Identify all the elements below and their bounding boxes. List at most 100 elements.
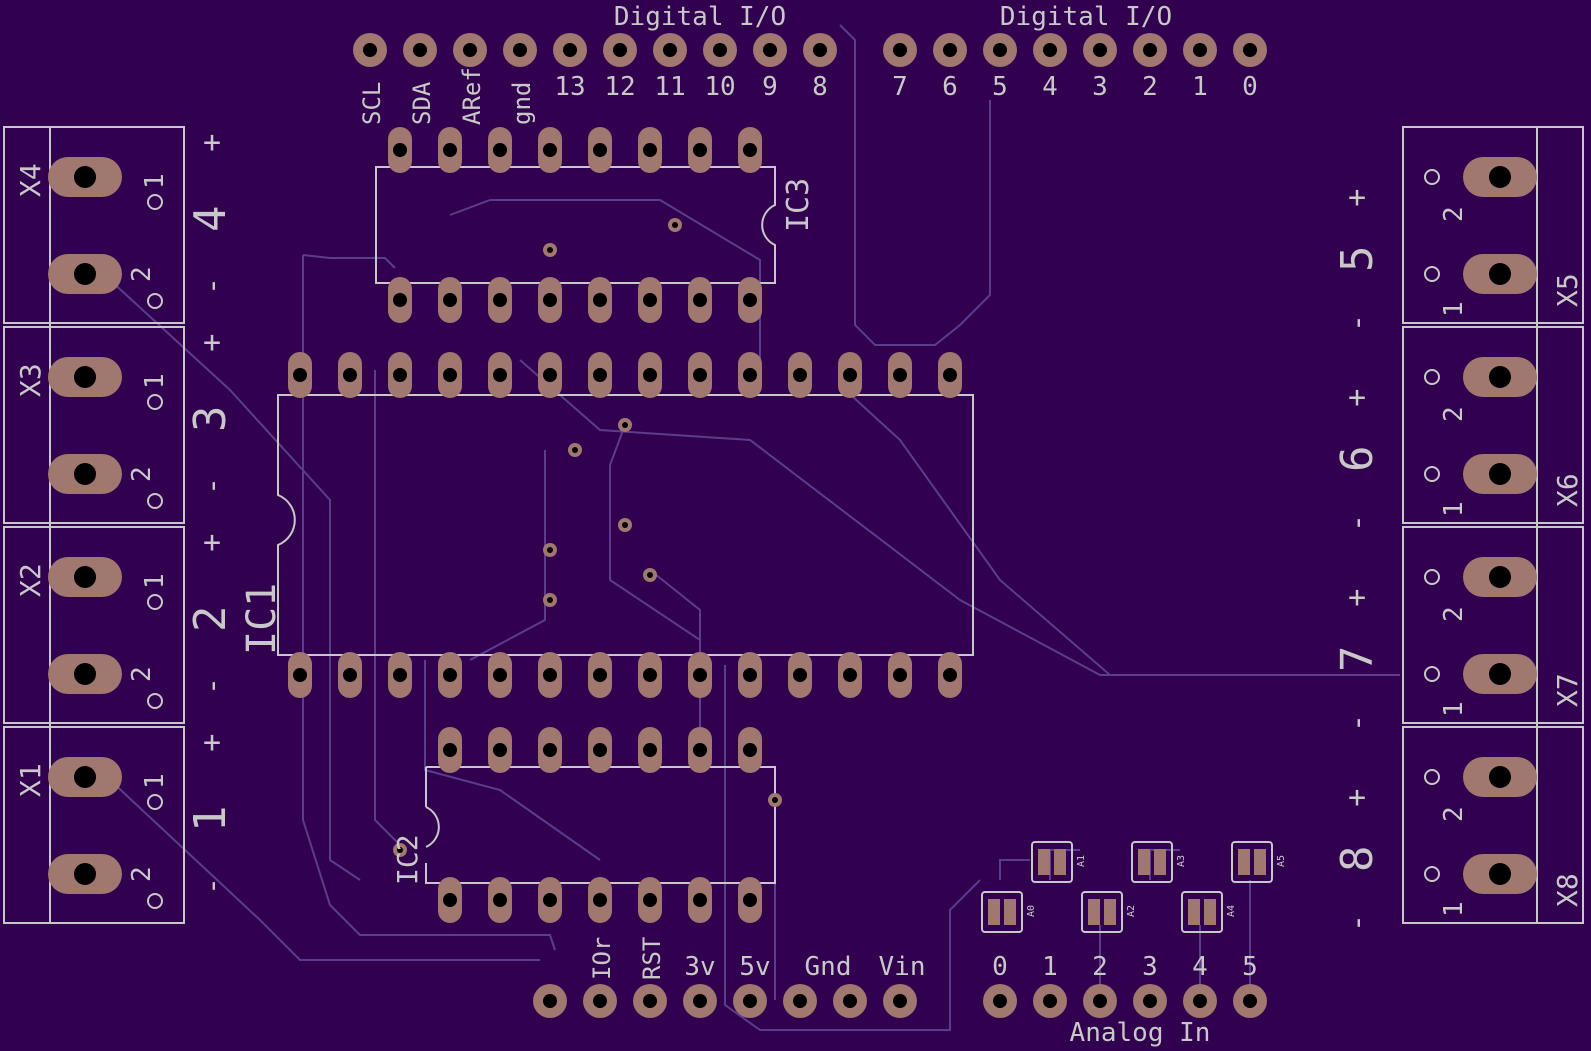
terminal-X7-pad-2 xyxy=(1463,557,1537,597)
header-label-d0: 0 xyxy=(1242,72,1258,102)
power-pin-0 xyxy=(533,984,567,1018)
header-pin-d4 xyxy=(1033,33,1067,67)
ic3-pin-top-3 xyxy=(538,127,562,173)
header-pin-12 xyxy=(603,33,637,67)
via-1 xyxy=(543,243,557,257)
analog-pin-2 xyxy=(1083,984,1117,1018)
terminal-pin2-label: 2 xyxy=(1439,206,1469,222)
ic1-pin-top-8 xyxy=(688,352,712,398)
ic1-pin-top-4 xyxy=(488,352,512,398)
pin2-marker xyxy=(1424,169,1440,185)
ic1-pin-bottom-2 xyxy=(388,652,412,698)
header-pin-11 xyxy=(653,33,687,67)
header-label-13: 13 xyxy=(554,72,585,102)
silkscreen xyxy=(3,126,1584,924)
terminal-X1-pad-2 xyxy=(48,854,122,894)
digital-io-left-title: Digital I/O xyxy=(614,2,786,32)
terminal-plus-label: + xyxy=(1348,780,1366,815)
terminal-X2-pad-1 xyxy=(48,557,122,597)
power-pin-1 xyxy=(583,984,617,1018)
terminal-pin1-label: 1 xyxy=(1439,701,1469,717)
power-pin-4 xyxy=(733,984,767,1018)
terminal-outline-x2 xyxy=(3,526,185,724)
header-label-d1: 1 xyxy=(1192,72,1208,102)
via-9 xyxy=(393,843,407,857)
terminal-pin1-label: 1 xyxy=(140,173,170,189)
pin1-marker xyxy=(147,194,163,210)
analog-in-title: Analog In xyxy=(1070,1018,1211,1048)
terminal-X3-pad-2 xyxy=(48,454,122,494)
header-pin-d3 xyxy=(1083,33,1117,67)
header-pin-d5 xyxy=(983,33,1017,67)
ic1-pin-bottom-1 xyxy=(338,652,362,698)
ic3-pin-bottom-3 xyxy=(538,277,562,323)
power-label-5v: 5v xyxy=(739,952,770,982)
terminal-X5-pad-2 xyxy=(1463,157,1537,197)
terminal-X8-pad-2 xyxy=(1463,757,1537,797)
power-label-Vin: Vin xyxy=(879,952,926,982)
terminal-pin2-label: 2 xyxy=(1439,406,1469,422)
pin2-marker xyxy=(147,493,163,509)
terminal-minus-label: - xyxy=(195,877,230,895)
analog-label-5: 5 xyxy=(1242,952,1258,982)
terminal-minus-label: - xyxy=(195,477,230,495)
header-label-d2: 2 xyxy=(1142,72,1158,102)
terminal-pin2-label: 2 xyxy=(1439,806,1469,822)
header-label-d5: 5 xyxy=(992,72,1008,102)
pin1-marker xyxy=(147,794,163,810)
trace-b xyxy=(302,255,556,951)
terminal-X6-pad-1 xyxy=(1463,454,1537,494)
header-label-ARef: ARef xyxy=(458,67,486,125)
terminal-number-1: 1 xyxy=(185,806,236,833)
header-label-11: 11 xyxy=(654,72,685,102)
trace-j xyxy=(609,424,701,641)
terminal-minus-label: - xyxy=(1340,314,1375,332)
terminal-plus-label: + xyxy=(203,725,221,760)
header-pin-ARef xyxy=(453,33,487,67)
ic2-pin-bottom-6 xyxy=(738,877,762,923)
terminal-label-X6: X6 xyxy=(1551,473,1584,507)
analog-pin-1 xyxy=(1033,984,1067,1018)
ic2-pin-top-1 xyxy=(488,727,512,773)
ic3-pin-top-2 xyxy=(488,127,512,173)
power-pin-3 xyxy=(683,984,717,1018)
terminal-pin1-label: 1 xyxy=(140,773,170,789)
terminal-outline-x1 xyxy=(3,726,185,924)
capacitor-label-A3: A3 xyxy=(1176,855,1187,867)
power-pin-7 xyxy=(883,984,917,1018)
terminal-minus-label: - xyxy=(1340,914,1375,932)
header-label-SDA: SDA xyxy=(408,81,436,125)
capacitor-label-A0: A0 xyxy=(1026,905,1037,917)
terminal-X2-pad-2 xyxy=(48,654,122,694)
terminal-pin1-label: 1 xyxy=(140,573,170,589)
header-label-d6: 6 xyxy=(942,72,958,102)
header-pin-SDA xyxy=(403,33,437,67)
header-pin-d0 xyxy=(1233,33,1267,67)
trace-k xyxy=(649,569,701,760)
terminal-pin2-label: 2 xyxy=(127,666,157,682)
via-7 xyxy=(543,593,557,607)
ic3-pin-bottom-7 xyxy=(738,277,762,323)
terminal-X7-pad-1 xyxy=(1463,654,1537,694)
trace-h xyxy=(424,660,601,861)
pin1-marker xyxy=(1424,666,1440,682)
analog-pin-0 xyxy=(983,984,1017,1018)
ic1-pin-top-10 xyxy=(788,352,812,398)
header-label-9: 9 xyxy=(762,72,778,102)
pin1-marker xyxy=(1424,866,1440,882)
ic1-pin-bottom-6 xyxy=(588,652,612,698)
ic2-pin-top-6 xyxy=(738,727,762,773)
ic3-pin-bottom-6 xyxy=(688,277,712,323)
ic1-pin-bottom-10 xyxy=(788,652,812,698)
trace-i xyxy=(469,450,546,661)
terminal-minus-label: - xyxy=(1340,514,1375,532)
ic1-pin-top-0 xyxy=(288,352,312,398)
terminal-X4-pad-2 xyxy=(48,254,122,294)
pin2-marker xyxy=(1424,769,1440,785)
power-pin-6 xyxy=(833,984,867,1018)
terminal-number-7: 7 xyxy=(1332,646,1383,673)
ic2-pin-top-5 xyxy=(688,727,712,773)
header-pin-SCL xyxy=(353,33,387,67)
capacitor-A0 xyxy=(981,891,1023,933)
